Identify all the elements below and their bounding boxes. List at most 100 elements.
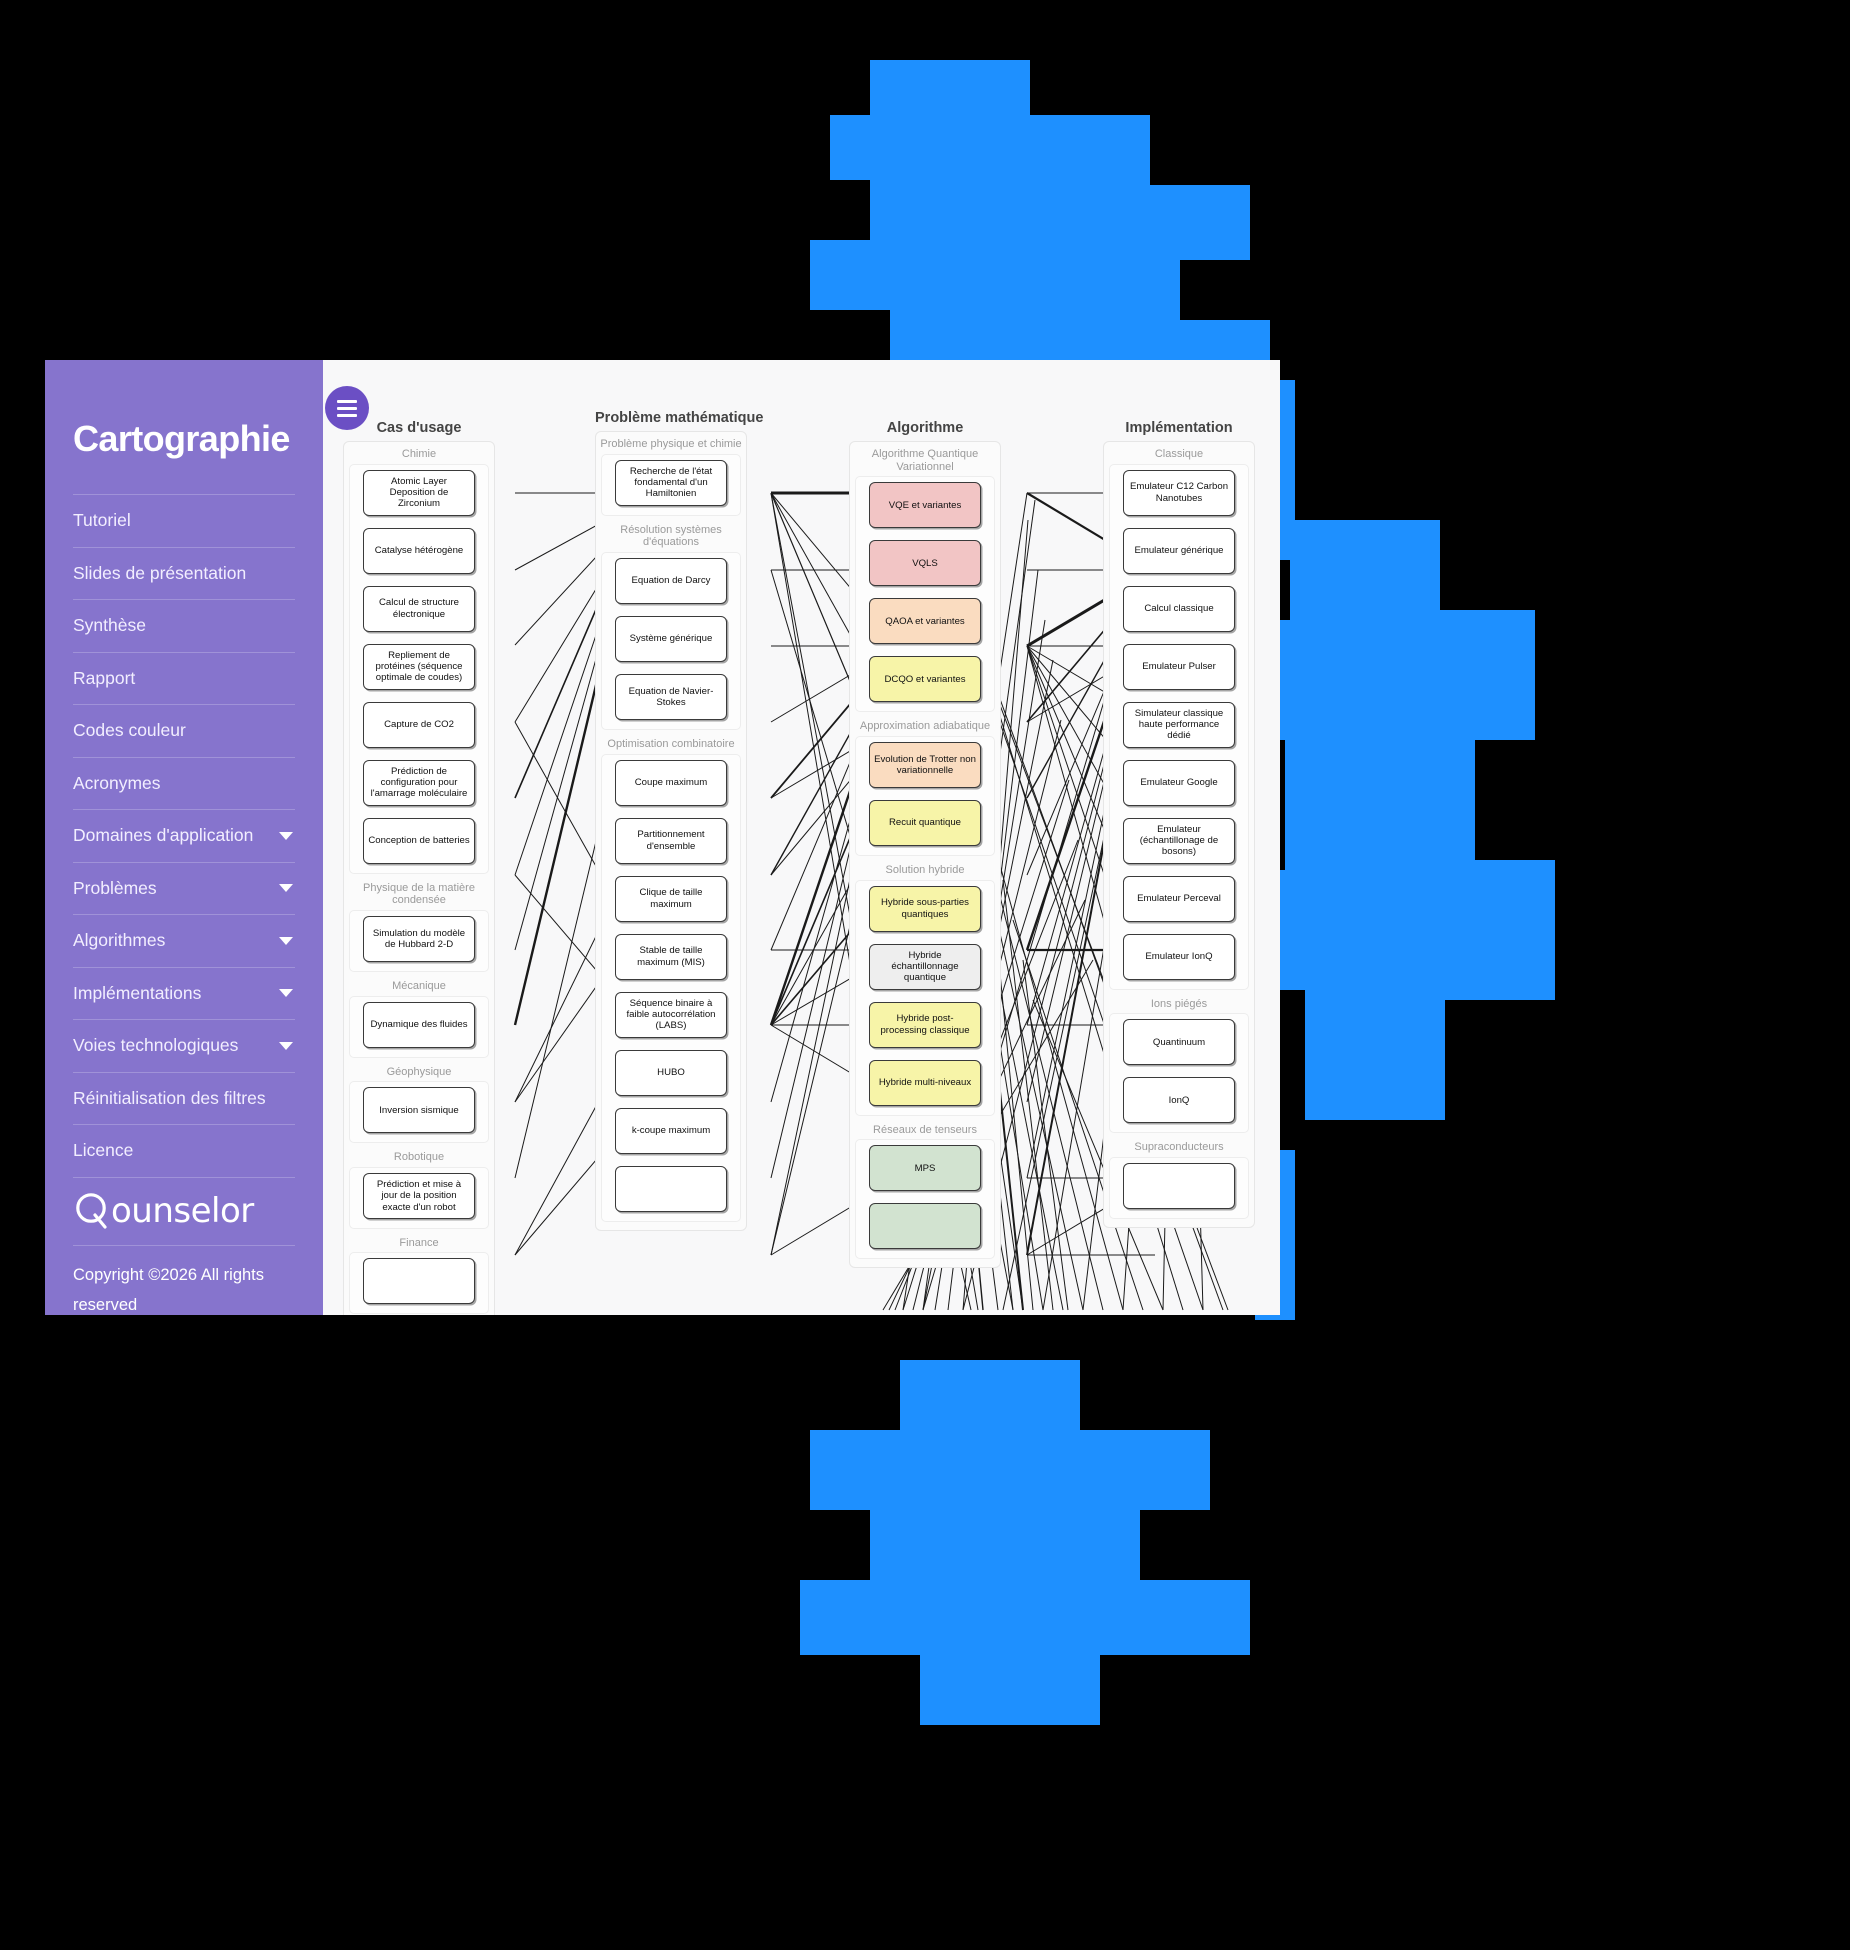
node-hybride-sous-parties-quantiques[interactable]: Hybride sous-parties quantiques <box>869 885 981 932</box>
node-conception-batteries[interactable]: Conception de batteries <box>363 817 475 864</box>
sidebar-item-codes-couleur[interactable]: Codes couleur <box>73 704 295 757</box>
chevron-down-icon <box>279 884 293 893</box>
qounselor-logo: ounselor <box>73 1176 295 1245</box>
node-hybride-echantillonnage-quantique[interactable]: Hybride échantillonnage quantique <box>869 943 981 990</box>
node-calcul-structure-electronique[interactable]: Calcul de structure électronique <box>363 585 475 632</box>
hamburger-bar <box>337 413 357 417</box>
node-hybride-multi-niveaux[interactable]: Hybride multi-niveaux <box>869 1059 981 1106</box>
sidebar-item-algorithmes[interactable]: Algorithmes <box>73 914 295 967</box>
group-title: Robotique <box>393 1151 445 1164</box>
sidebar-item-rapport[interactable]: Rapport <box>73 651 295 705</box>
node-catalyse-heterogene[interactable]: Catalyse hétérogène <box>363 527 475 574</box>
sidebar-item-tutoriel[interactable]: Tutoriel <box>73 494 295 547</box>
node-etat-fondamental-hamiltonien[interactable]: Recherche de l'état fondamental d'un Ham… <box>615 459 727 506</box>
hamburger-bar <box>337 399 357 403</box>
group-title: Optimisation combinatoire <box>607 737 735 750</box>
node-stable-de-taille-maximum-mis[interactable]: Stable de taille maximum (MIS) <box>615 933 727 980</box>
group-geophysique: Inversion sismique <box>349 1081 489 1144</box>
node-calcul-classique[interactable]: Calcul classique <box>1123 585 1235 632</box>
node-mps[interactable]: MPS <box>869 1145 981 1192</box>
sidebar-item-synthese[interactable]: Synthèse <box>73 599 295 652</box>
node-capture-co2[interactable]: Capture de CO2 <box>363 701 475 748</box>
node-partitionnement-densemble[interactable]: Partitionnement d'ensemble <box>615 817 727 864</box>
sidebar-item-label: Voies technologiques <box>73 1035 239 1056</box>
node-emulateur-echantillonage-bosons[interactable]: Emulateur (échantillonage de bosons) <box>1123 817 1235 864</box>
node-recuit-quantique[interactable]: Recuit quantique <box>869 799 981 846</box>
group-title: Approximation adiabatique <box>859 720 991 733</box>
node-emulateur-c12-carbon-nanotubes[interactable]: Emulateur C12 Carbon Nanotubes <box>1123 469 1235 516</box>
column-title: Cas d'usage <box>376 420 462 436</box>
node-amarrage-moleculaire[interactable]: Prédiction de configuration pour l'amarr… <box>363 759 475 806</box>
node-simulateur-classique-hpc[interactable]: Simulateur classique haute performance d… <box>1123 701 1235 748</box>
node-k-coupe-maximum[interactable]: k-coupe maximum <box>615 1107 727 1154</box>
node-supraconducteurs-partial[interactable] <box>1123 1162 1235 1209</box>
column-title: Implémentation <box>1125 420 1233 436</box>
sidebar: Cartographie Tutoriel Slides de présenta… <box>45 360 323 1315</box>
sidebar-item-reinitialisation-des-filtres[interactable]: Réinitialisation des filtres <box>73 1071 295 1125</box>
node-hubo[interactable]: HUBO <box>615 1049 727 1096</box>
group-optimisation-combinatoire: Coupe maximum Partitionnement d'ensemble… <box>601 753 741 1222</box>
sidebar-item-licence[interactable]: Licence <box>73 1124 295 1177</box>
group-finance <box>349 1252 489 1315</box>
node-tenseurs-partial[interactable] <box>869 1203 981 1250</box>
column-probleme-mathematique: Problème mathématique Problème physique … <box>595 410 763 1231</box>
group-title: Chimie <box>401 448 437 460</box>
sidebar-item-problemes[interactable]: Problèmes <box>73 861 295 915</box>
node-qaoa-et-variantes[interactable]: QAOA et variantes <box>869 598 981 645</box>
node-emulateur-perceval[interactable]: Emulateur Perceval <box>1123 875 1235 922</box>
node-optimisation-partial[interactable] <box>615 1165 727 1212</box>
node-clique-de-taille-maximum[interactable]: Clique de taille maximum <box>615 875 727 922</box>
node-vqe-et-variantes[interactable]: VQE et variantes <box>869 482 981 529</box>
node-labs[interactable]: Séquence binaire à faible autocorrélatio… <box>615 991 727 1038</box>
column-implementation: Implémentation Classique Emulateur C12 C… <box>1103 420 1255 1228</box>
sidebar-item-label: Tutoriel <box>73 510 131 531</box>
node-dcqo-et-variantes[interactable]: DCQO et variantes <box>869 656 981 703</box>
group-title: Supraconducteurs <box>1134 1141 1224 1154</box>
node-inversion-sismique[interactable]: Inversion sismique <box>363 1087 475 1134</box>
group-reseaux-de-tenseurs: MPS <box>855 1139 995 1260</box>
node-position-robot[interactable]: Prédiction et mise à jour de la position… <box>363 1172 475 1219</box>
node-hybride-post-processing-classique[interactable]: Hybride post-processing classique <box>869 1001 981 1048</box>
node-dynamique-des-fluides[interactable]: Dynamique des fluides <box>363 1001 475 1048</box>
group-title: Finance <box>399 1236 439 1249</box>
sidebar-item-label: Licence <box>73 1140 134 1161</box>
node-finance-partial[interactable] <box>363 1258 475 1305</box>
page-title: Cartographie <box>73 418 290 459</box>
node-repliement-proteines[interactable]: Repliement de protéines (séquence optima… <box>363 643 475 690</box>
group-mecanique: Dynamique des fluides <box>349 995 489 1058</box>
chevron-down-icon <box>279 936 293 945</box>
node-emulateur-pulser[interactable]: Emulateur Pulser <box>1123 643 1235 690</box>
node-equation-navier-stokes[interactable]: Equation de Navier-Stokes <box>615 673 727 720</box>
node-atomic-layer-deposition[interactable]: Atomic Layer Deposition de Zirconium <box>363 469 475 516</box>
sidebar-item-acronymes[interactable]: Acronymes <box>73 756 295 810</box>
sidebar-item-label: Codes couleur <box>73 720 186 741</box>
node-quantinuum[interactable]: Quantinuum <box>1123 1019 1235 1066</box>
sidebar-item-voies-technologiques[interactable]: Voies technologiques <box>73 1019 295 1072</box>
node-coupe-maximum[interactable]: Coupe maximum <box>615 759 727 806</box>
group-resolution-systemes-equations: Equation de Darcy Système générique Equa… <box>601 551 741 730</box>
column-title: Algorithme <box>886 420 964 436</box>
sidebar-item-implementations[interactable]: Implémentations <box>73 966 295 1020</box>
node-emulateur-ionq[interactable]: Emulateur IonQ <box>1123 933 1235 980</box>
group-title: Mécanique <box>392 979 446 992</box>
hamburger-menu-button[interactable] <box>325 386 369 430</box>
node-emulateur-google[interactable]: Emulateur Google <box>1123 759 1235 806</box>
group-supraconducteurs <box>1109 1156 1249 1219</box>
sidebar-item-domaines-dapplication[interactable]: Domaines d'application <box>73 809 295 862</box>
app-window: Cartographie Tutoriel Slides de présenta… <box>45 360 1280 1315</box>
group-title: Géophysique <box>386 1065 452 1078</box>
node-emulateur-generique[interactable]: Emulateur générique <box>1123 527 1235 574</box>
sidebar-item-label: Acronymes <box>73 772 161 793</box>
node-ionq[interactable]: IonQ <box>1123 1077 1235 1124</box>
group-solution-hybride: Hybride sous-parties quantiques Hybride … <box>855 879 995 1116</box>
sidebar-item-label: Domaines d'application <box>73 825 254 846</box>
node-hubbard-2d[interactable]: Simulation du modèle de Hubbard 2-D <box>363 915 475 962</box>
node-vqls[interactable]: VQLS <box>869 540 981 587</box>
sidebar-item-slides-de-presentation[interactable]: Slides de présentation <box>73 546 295 600</box>
node-equation-de-darcy[interactable]: Equation de Darcy <box>615 557 727 604</box>
group-title: Problème physique et chimie <box>600 438 742 450</box>
node-evolution-de-trotter[interactable]: Evolution de Trotter non variationnelle <box>869 741 981 788</box>
group-title: Ions piégés <box>1150 997 1208 1010</box>
node-systeme-generique[interactable]: Système générique <box>615 615 727 662</box>
